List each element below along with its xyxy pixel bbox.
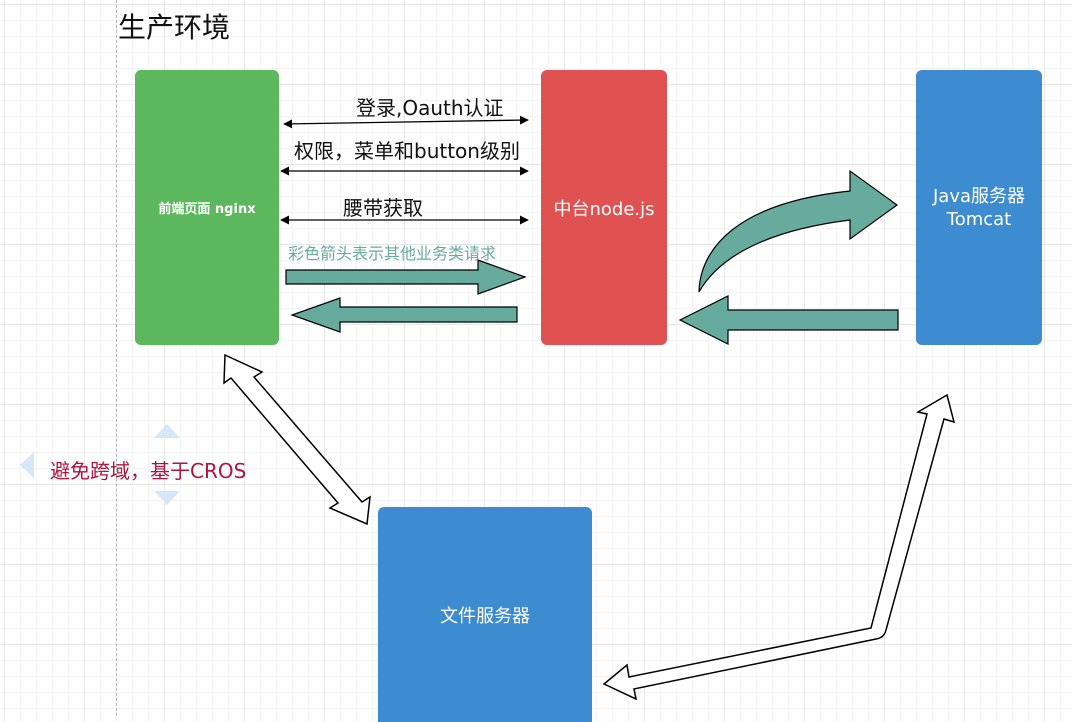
response-arrow-left[interactable] bbox=[290, 297, 518, 333]
legend-note-label: 彩色箭头表示其他业务类请求 bbox=[288, 244, 497, 263]
cors-double-arrow[interactable] bbox=[223, 353, 371, 526]
diagram-title: 生产环境 bbox=[118, 11, 231, 44]
login-connector[interactable] bbox=[283, 115, 529, 129]
cors-label: 避免跨域，基于CROS bbox=[50, 459, 247, 483]
frontend-nginx-node[interactable]: 前端页面 nginx bbox=[135, 70, 279, 345]
curved-arrow-to-java[interactable] bbox=[698, 169, 899, 293]
request-arrow-right[interactable] bbox=[285, 259, 527, 295]
java-file-double-arrow[interactable] bbox=[602, 393, 956, 701]
belt-label: 腰带获取 bbox=[343, 196, 423, 220]
vertical-guide-line bbox=[116, 0, 117, 716]
file-server-node[interactable]: 文件服务器 bbox=[378, 507, 592, 722]
return-arrow-to-middle[interactable] bbox=[678, 295, 899, 345]
hint-arrow-down-icon bbox=[154, 491, 180, 505]
java-tomcat-node[interactable]: Java服务器 Tomcat bbox=[916, 70, 1042, 345]
login-label: 登录,Oauth认证 bbox=[356, 96, 504, 120]
permission-label: 权限，菜单和button级别 bbox=[294, 139, 520, 163]
hint-arrow-up-icon bbox=[154, 424, 180, 438]
hint-arrow-left-icon bbox=[20, 452, 34, 478]
middle-nodejs-node[interactable]: 中台node.js bbox=[541, 70, 667, 345]
